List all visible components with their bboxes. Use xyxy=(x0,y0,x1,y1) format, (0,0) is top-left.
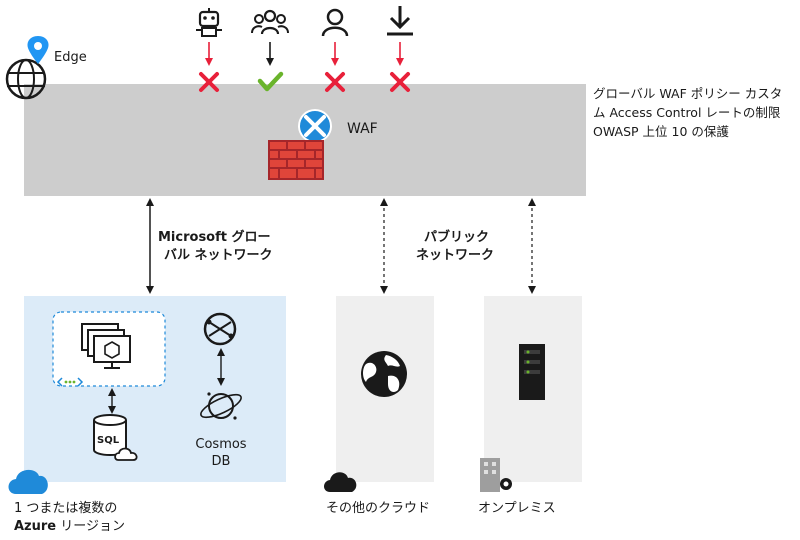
block-x-icon xyxy=(390,72,410,92)
waf-label: WAF xyxy=(347,121,378,137)
cosmos-db-icon xyxy=(200,392,242,420)
firewall-icon xyxy=(268,140,324,180)
download-icon xyxy=(387,6,413,36)
server-icon xyxy=(519,344,545,400)
microsoft-network-label-line2: バル ネットワーク xyxy=(164,248,273,263)
users-group-icon xyxy=(251,9,289,35)
azure-region-label-line2: Azure リージョン xyxy=(14,518,125,535)
waf-badge-icon xyxy=(298,109,332,143)
building-gear-icon xyxy=(480,458,512,492)
cosmos-label-line1: Cosmos xyxy=(195,437,247,452)
sql-database-icon: SQL xyxy=(93,414,138,461)
block-x-icon xyxy=(199,72,219,92)
virtual-machines-icon xyxy=(81,323,131,369)
region-word: リージョン xyxy=(56,519,125,534)
other-cloud-label: その他のクラウド xyxy=(326,501,431,516)
sql-label: SQL xyxy=(97,435,120,446)
edge-label: Edge xyxy=(54,50,87,65)
on-premises-label: オンプレミス xyxy=(478,501,556,516)
microsoft-network-label-line1: Microsoft グロー xyxy=(158,230,271,245)
cosmos-label-line2: DB xyxy=(211,454,231,469)
azure-word: Azure xyxy=(14,519,57,534)
network-manager-icon xyxy=(203,312,237,346)
azure-cloud-icon xyxy=(8,469,48,494)
cloud-icon xyxy=(324,472,357,492)
waf-policy-note: グローバル WAF ポリシー カスタム Access Control レートの制… xyxy=(593,86,783,139)
public-network-label-line2: ネットワーク xyxy=(416,248,495,263)
globe-icon xyxy=(361,351,407,397)
user-icon xyxy=(321,8,349,37)
azure-region-label-line1: 1 つまたは複数の xyxy=(14,501,118,516)
connection-dots-icon xyxy=(56,377,84,387)
block-x-icon xyxy=(325,72,345,92)
bot-icon xyxy=(196,8,222,37)
location-pin-icon xyxy=(27,36,49,64)
public-network-label-line1: パブリック xyxy=(424,230,490,245)
allow-check-icon xyxy=(257,71,284,92)
globe-icon xyxy=(5,58,47,100)
